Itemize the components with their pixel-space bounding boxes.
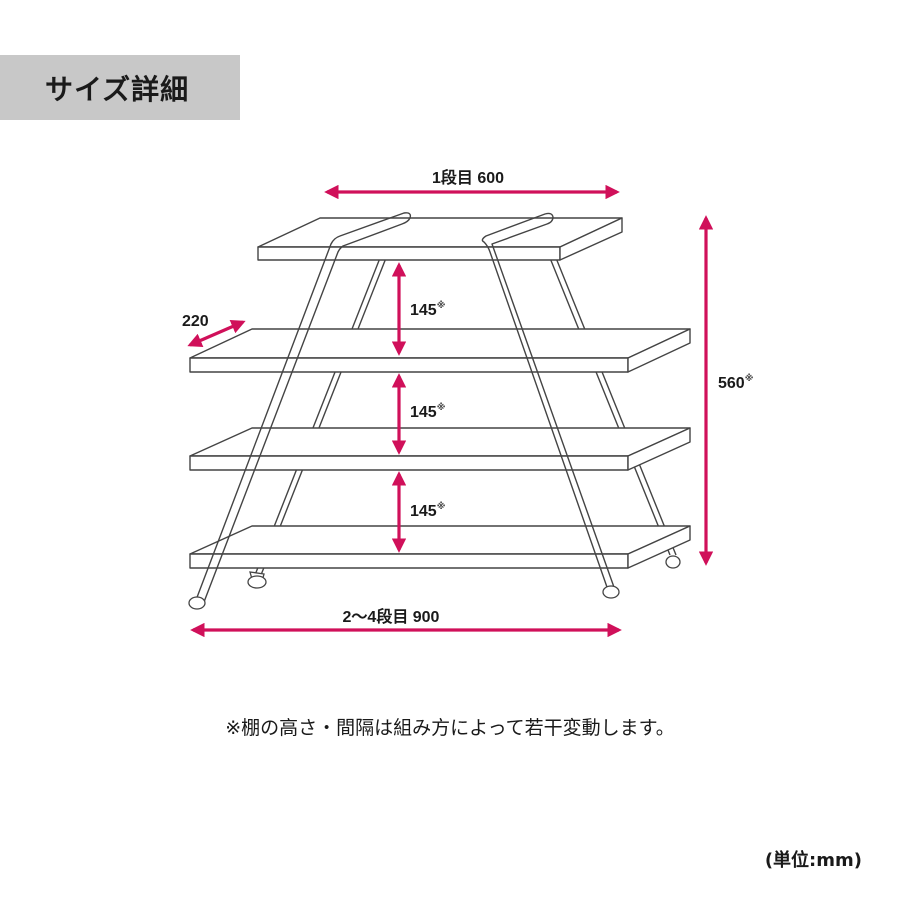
- page-title: サイズ詳細: [45, 73, 190, 106]
- shelf-2: [189, 328, 691, 373]
- dim-gap-3-label: 145※: [410, 501, 446, 520]
- back-frame: [254, 257, 677, 576]
- dim-depth-label: 220: [182, 313, 209, 330]
- arrow-depth: [187, 319, 246, 348]
- dim-bottom-width-label: 2〜4段目 900: [343, 607, 440, 626]
- front-feet: [188, 585, 620, 610]
- back-feet: [247, 555, 681, 589]
- dim-total-height-mark: ※: [745, 373, 754, 384]
- dim-gap-2-label: 145※: [410, 402, 446, 421]
- dim-gap-1-mark: ※: [437, 300, 446, 311]
- footnote: ※棚の高さ・間隔は組み方によって若干変動します。: [225, 717, 675, 739]
- shelf-1: [257, 217, 623, 261]
- dim-gap-1-label: 145※: [410, 300, 446, 319]
- dimension-arrows: [187, 184, 714, 638]
- dim-gap-2-mark: ※: [437, 402, 446, 413]
- shelf-4: [189, 525, 691, 569]
- dim-gap-3-mark: ※: [437, 501, 446, 512]
- front-frame: [195, 212, 616, 603]
- shelf-3: [189, 427, 691, 471]
- header-band: [0, 55, 240, 120]
- dim-total-height-label: 560※: [718, 373, 754, 392]
- unit-label: (単位:mm): [764, 850, 862, 871]
- dim-top-width-label: 1段目 600: [432, 168, 504, 187]
